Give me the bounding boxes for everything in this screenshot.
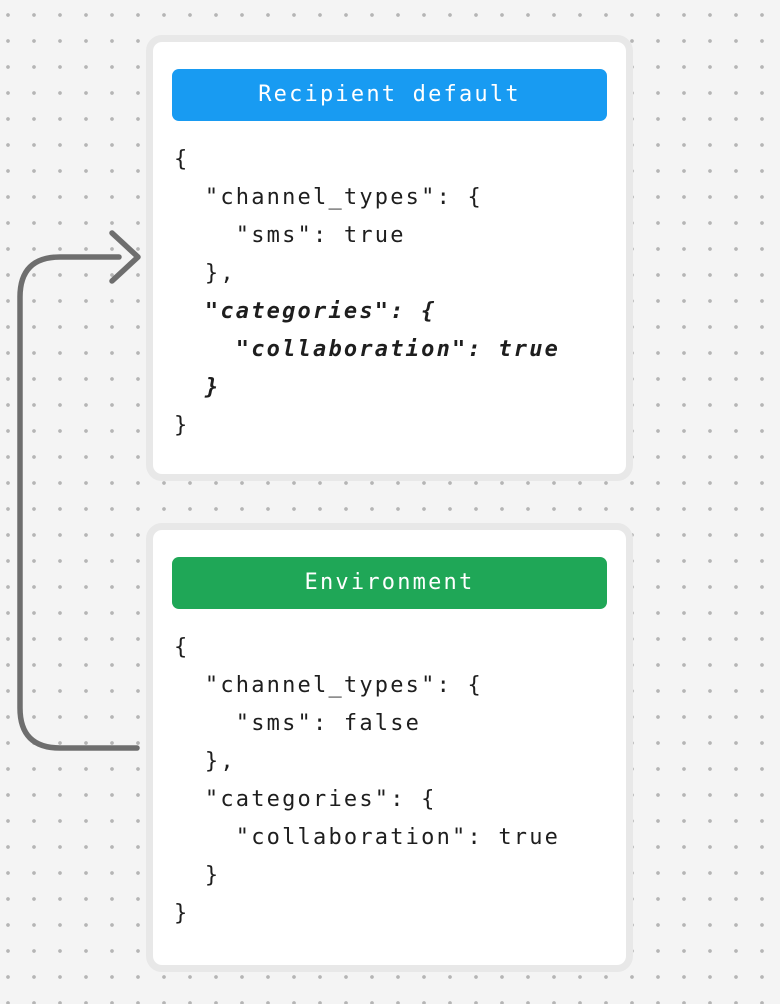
code-line: "channel_types": { <box>174 673 483 698</box>
recipient-default-header: Recipient default <box>172 69 607 121</box>
code-line: "sms": true <box>174 223 406 248</box>
code-line: "collaboration": true <box>174 337 561 362</box>
environment-code-block: { "channel_types": { "sms": false }, "ca… <box>174 629 607 933</box>
card-environment: Environment { "channel_types": { "sms": … <box>146 523 633 972</box>
code-line: "collaboration": true <box>174 825 561 850</box>
code-line: "categories": { <box>174 299 437 324</box>
code-line: }, <box>174 261 236 286</box>
environment-header: Environment <box>172 557 607 609</box>
recipient-default-code-block: { "channel_types": { "sms": true }, "cat… <box>174 141 607 445</box>
code-line: } <box>174 901 190 926</box>
code-line: "channel_types": { <box>174 185 483 210</box>
code-line: } <box>174 413 190 438</box>
code-line: { <box>174 147 190 172</box>
code-line: { <box>174 635 190 660</box>
code-line: "categories": { <box>174 787 437 812</box>
code-line: }, <box>174 749 236 774</box>
code-line: "sms": false <box>174 711 422 736</box>
code-line: } <box>174 863 221 888</box>
code-line: } <box>174 375 221 400</box>
card-recipient-default: Recipient default { "channel_types": { "… <box>146 35 633 481</box>
